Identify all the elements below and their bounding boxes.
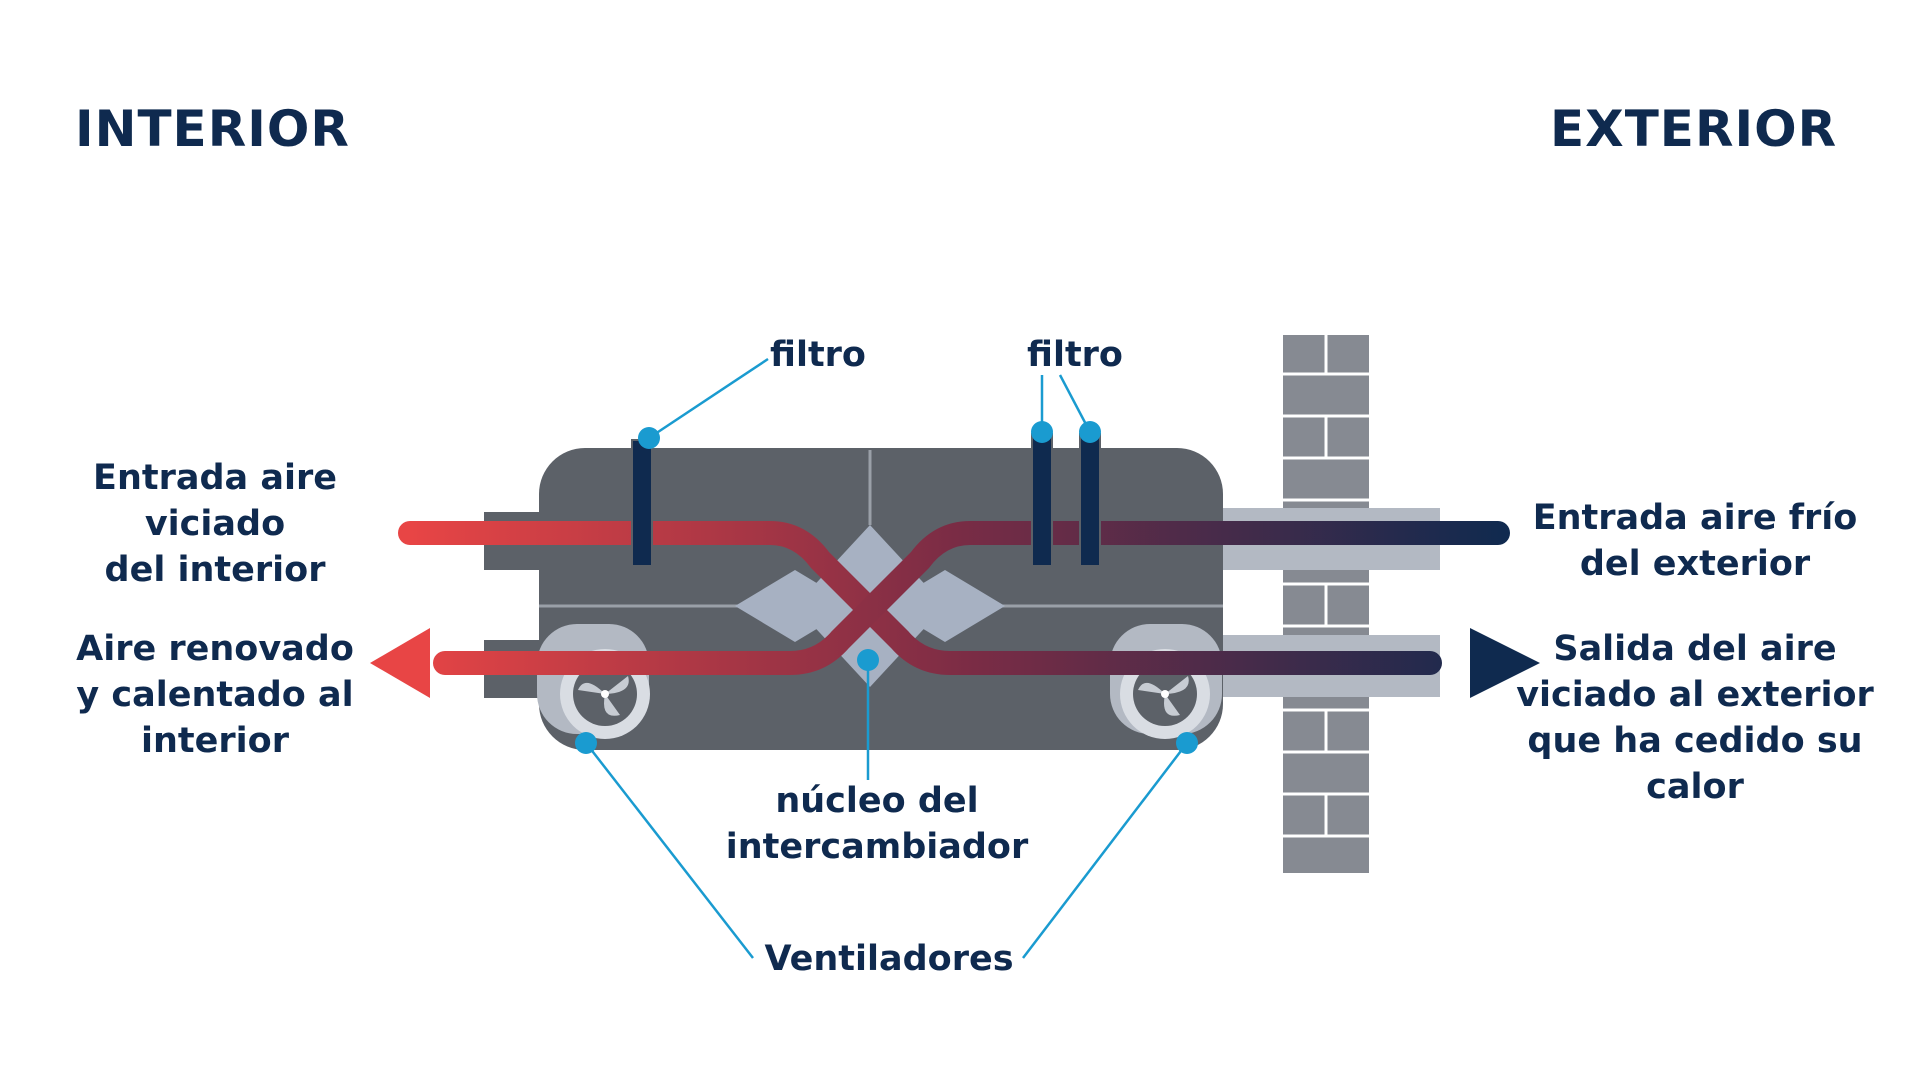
filter-right-label: filtro (1027, 335, 1123, 375)
outlet-stale-label: Salida del aire viciado al exterior que … (1516, 629, 1874, 807)
callout-dots (575, 421, 1198, 754)
inlet-cold-label: Entrada aire frío del exterior (1532, 498, 1858, 584)
fan-left-icon (537, 624, 650, 739)
outlet-fresh-label: Aire renovado y calentado al interior (76, 629, 354, 761)
inlet-stale-label: Entrada aire viciado del interior (93, 458, 337, 590)
filter-right-2 (1079, 433, 1101, 567)
interior-heading: INTERIOR (75, 100, 350, 158)
arrow-interior-out-icon (370, 628, 430, 698)
fans-label: Ventiladores (764, 939, 1014, 979)
filter-left (631, 439, 653, 567)
airflow-stale-path (398, 521, 1442, 675)
exterior-heading: EXTERIOR (1550, 100, 1838, 158)
brick-wall (1283, 335, 1369, 873)
filter-right-1 (1031, 433, 1053, 567)
core-label: núcleo del intercambiador (725, 781, 1029, 867)
airflow-fresh-path (433, 521, 1510, 675)
filter-left-label: filtro (770, 335, 866, 375)
arrow-exterior-out-icon (1470, 628, 1540, 698)
fan-right-icon (1110, 624, 1222, 739)
